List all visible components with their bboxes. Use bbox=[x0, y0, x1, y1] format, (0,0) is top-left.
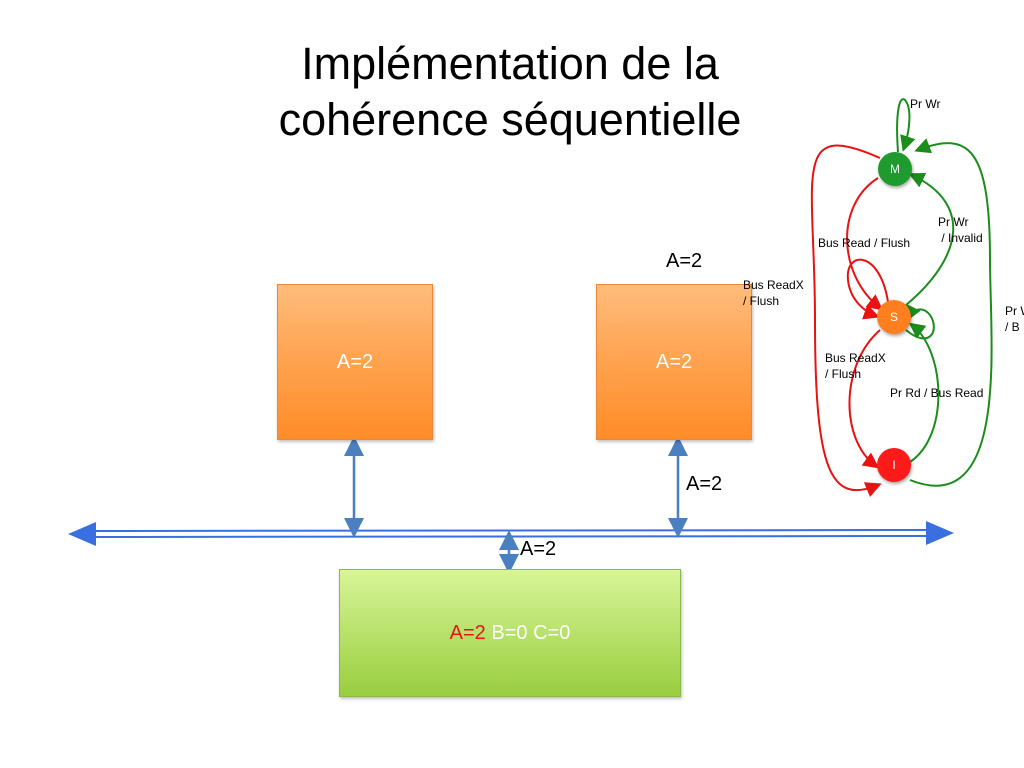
state-invalid: I bbox=[877, 448, 911, 482]
memory-a-value: A=2 bbox=[449, 621, 486, 644]
cache2-top-label: A=2 bbox=[666, 250, 703, 272]
cache-processor-2: A=2 bbox=[596, 284, 752, 440]
edge-m-self bbox=[896, 98, 916, 153]
cache-1-value: A=2 bbox=[336, 350, 374, 373]
transition-s-to-i-label: Bus ReadX / Flush bbox=[825, 351, 886, 381]
transition-i-to-m-label: Pr W / B bbox=[1005, 304, 1024, 334]
edge-i-to-m-outer bbox=[909, 138, 993, 487]
fsm-red-edges bbox=[810, 144, 889, 497]
state-m-label: M bbox=[890, 162, 900, 176]
transition-m-to-i-label: Bus ReadX / Flush bbox=[743, 278, 804, 308]
cache-processor-1: A=2 bbox=[277, 284, 433, 440]
main-memory: A=2 B=0 C=0 bbox=[339, 569, 681, 697]
cache2-link-label: A=2 bbox=[686, 473, 723, 495]
title-line-1: Implémentation de la bbox=[301, 38, 719, 89]
bus-arrow-left bbox=[68, 522, 96, 546]
transition-i-to-s-label: Pr Rd / Bus Read bbox=[890, 386, 984, 400]
state-shared: S bbox=[877, 300, 911, 334]
slide-title: Implémentation de la cohérence séquentie… bbox=[200, 36, 820, 148]
edge-i-to-s bbox=[908, 322, 940, 463]
transition-m-self-label: Pr Wr bbox=[910, 97, 941, 111]
title-line-2: cohérence séquentielle bbox=[278, 94, 742, 145]
transition-s-to-m-label: Pr Wr / Invalid bbox=[938, 215, 983, 245]
bus-arrow-right bbox=[926, 521, 954, 545]
edge-m-to-i-outer bbox=[810, 144, 882, 497]
memory-link-label: A=2 bbox=[520, 538, 557, 560]
memory-other-values: B=0 C=0 bbox=[485, 621, 571, 644]
state-modified: M bbox=[878, 152, 912, 186]
edge-s-to-m bbox=[905, 172, 955, 306]
edge-s-self-upper bbox=[846, 258, 889, 320]
state-i-label: I bbox=[892, 458, 896, 472]
state-s-label: S bbox=[889, 310, 898, 324]
edge-m-to-s bbox=[846, 177, 884, 311]
system-bus bbox=[68, 521, 954, 546]
transition-m-to-s-label: Bus Read / Flush bbox=[818, 236, 911, 250]
fsm-green-edges bbox=[896, 98, 993, 487]
cache-2-value: A=2 bbox=[655, 350, 693, 373]
edge-s-to-i bbox=[848, 329, 881, 469]
edge-s-self-lower bbox=[905, 303, 935, 340]
